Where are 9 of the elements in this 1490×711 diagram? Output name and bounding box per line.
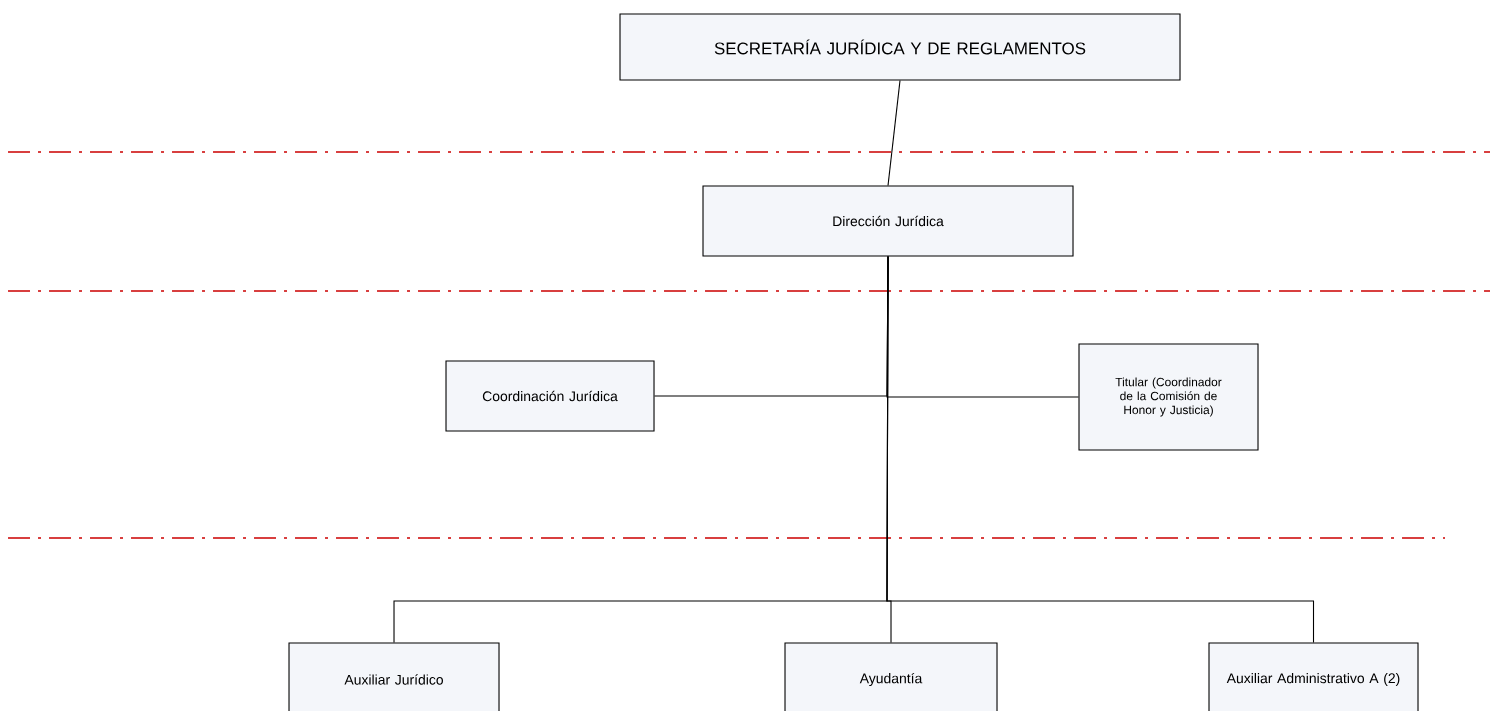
org-box: Auxiliar Administrativo A (2): [1208, 642, 1419, 711]
connector-line: [887, 80, 901, 186]
org-box: Titular (Coordinador de la Comisión de Honor y Justicia): [1078, 343, 1259, 451]
connector-line: [886, 256, 1315, 643]
org-box: Auxiliar Jurídico: [288, 642, 500, 711]
org-box: Dirección Jurídica: [702, 185, 1074, 257]
org-box: Coordinación Jurídica: [445, 360, 655, 432]
org-box: Ayudantía: [784, 642, 998, 711]
org-box: SECRETARÍA JURÍDICA Y DE REGLAMENTOS: [619, 13, 1181, 81]
